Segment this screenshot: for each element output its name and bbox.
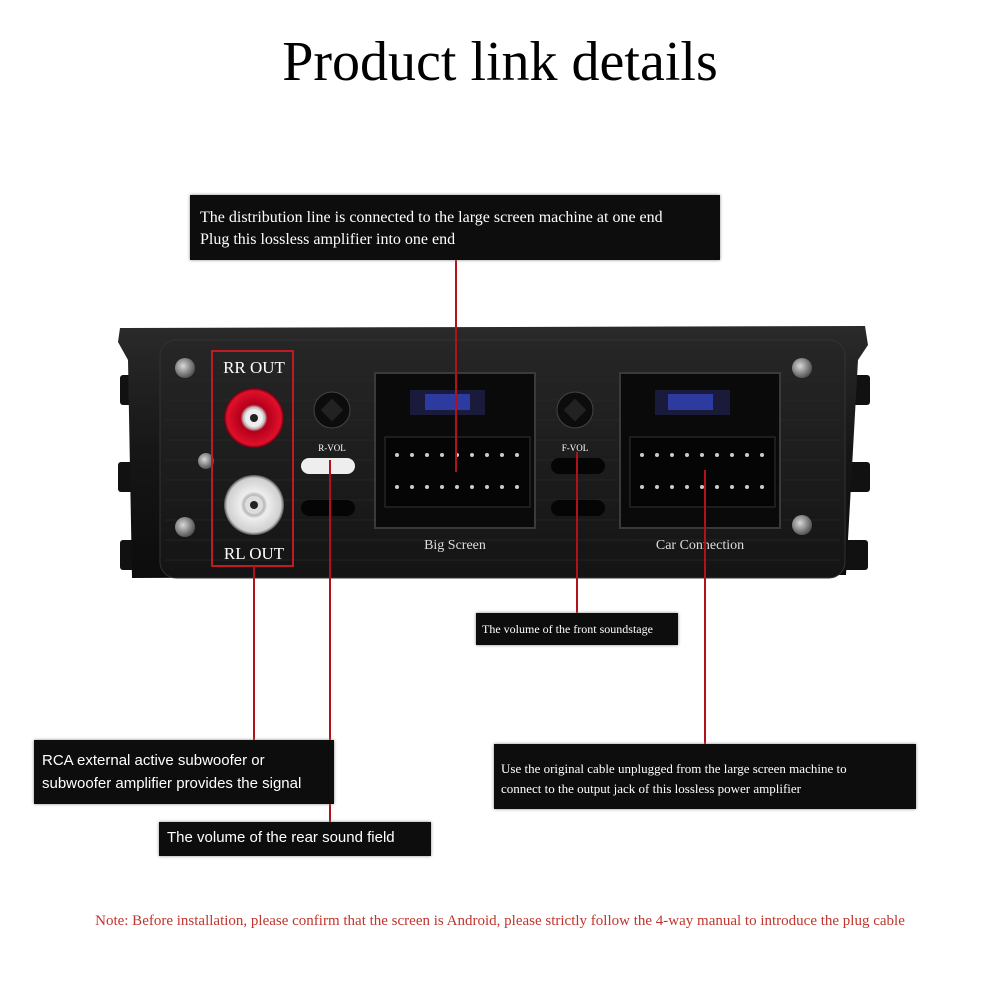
rca-outputs-highlight xyxy=(211,350,294,567)
callout-rear-volume: The volume of the rear sound field xyxy=(159,822,431,856)
callout-text: connect to the output jack of this lossl… xyxy=(501,781,802,796)
callout-front-volume: The volume of the front soundstage xyxy=(476,613,678,645)
leader-line-front-volume xyxy=(576,452,578,613)
callout-text: The volume of the front soundstage xyxy=(482,622,653,636)
rr-out-label: RR OUT xyxy=(223,358,285,377)
big-screen-label: Big Screen xyxy=(424,538,486,553)
rl-out-label: RL OUT xyxy=(224,544,285,563)
f-vol-label: F-VOL xyxy=(562,443,589,453)
callout-distribution-line: The distribution line is connected to th… xyxy=(190,195,720,260)
page-title: Product link details xyxy=(282,31,718,93)
callout-text: subwoofer amplifier provides the signal xyxy=(42,775,302,792)
r-vol-label: R-VOL xyxy=(318,443,346,453)
leader-line-distribution xyxy=(455,260,457,472)
callout-rca-subwoofer: RCA external active subwoofer or subwoof… xyxy=(34,740,334,804)
callout-original-cable: Use the original cable unplugged from th… xyxy=(494,744,916,809)
callout-text: Plug this lossless amplifier into one en… xyxy=(200,231,456,248)
car-connection-label: Car Connection xyxy=(656,538,744,553)
leader-line-original-cable xyxy=(704,470,706,744)
callout-text: The distribution line is connected to th… xyxy=(200,209,663,226)
installation-note: Note: Before installation, please confir… xyxy=(95,913,905,929)
callout-text: RCA external active subwoofer or xyxy=(42,752,265,769)
leader-line-rear-volume xyxy=(329,460,331,822)
callout-text: The volume of the rear sound field xyxy=(167,829,395,846)
callout-text: Use the original cable unplugged from th… xyxy=(501,761,847,776)
screw-icon xyxy=(175,358,812,537)
leader-line-rca xyxy=(253,566,255,740)
r-vol-indicator xyxy=(301,458,355,474)
